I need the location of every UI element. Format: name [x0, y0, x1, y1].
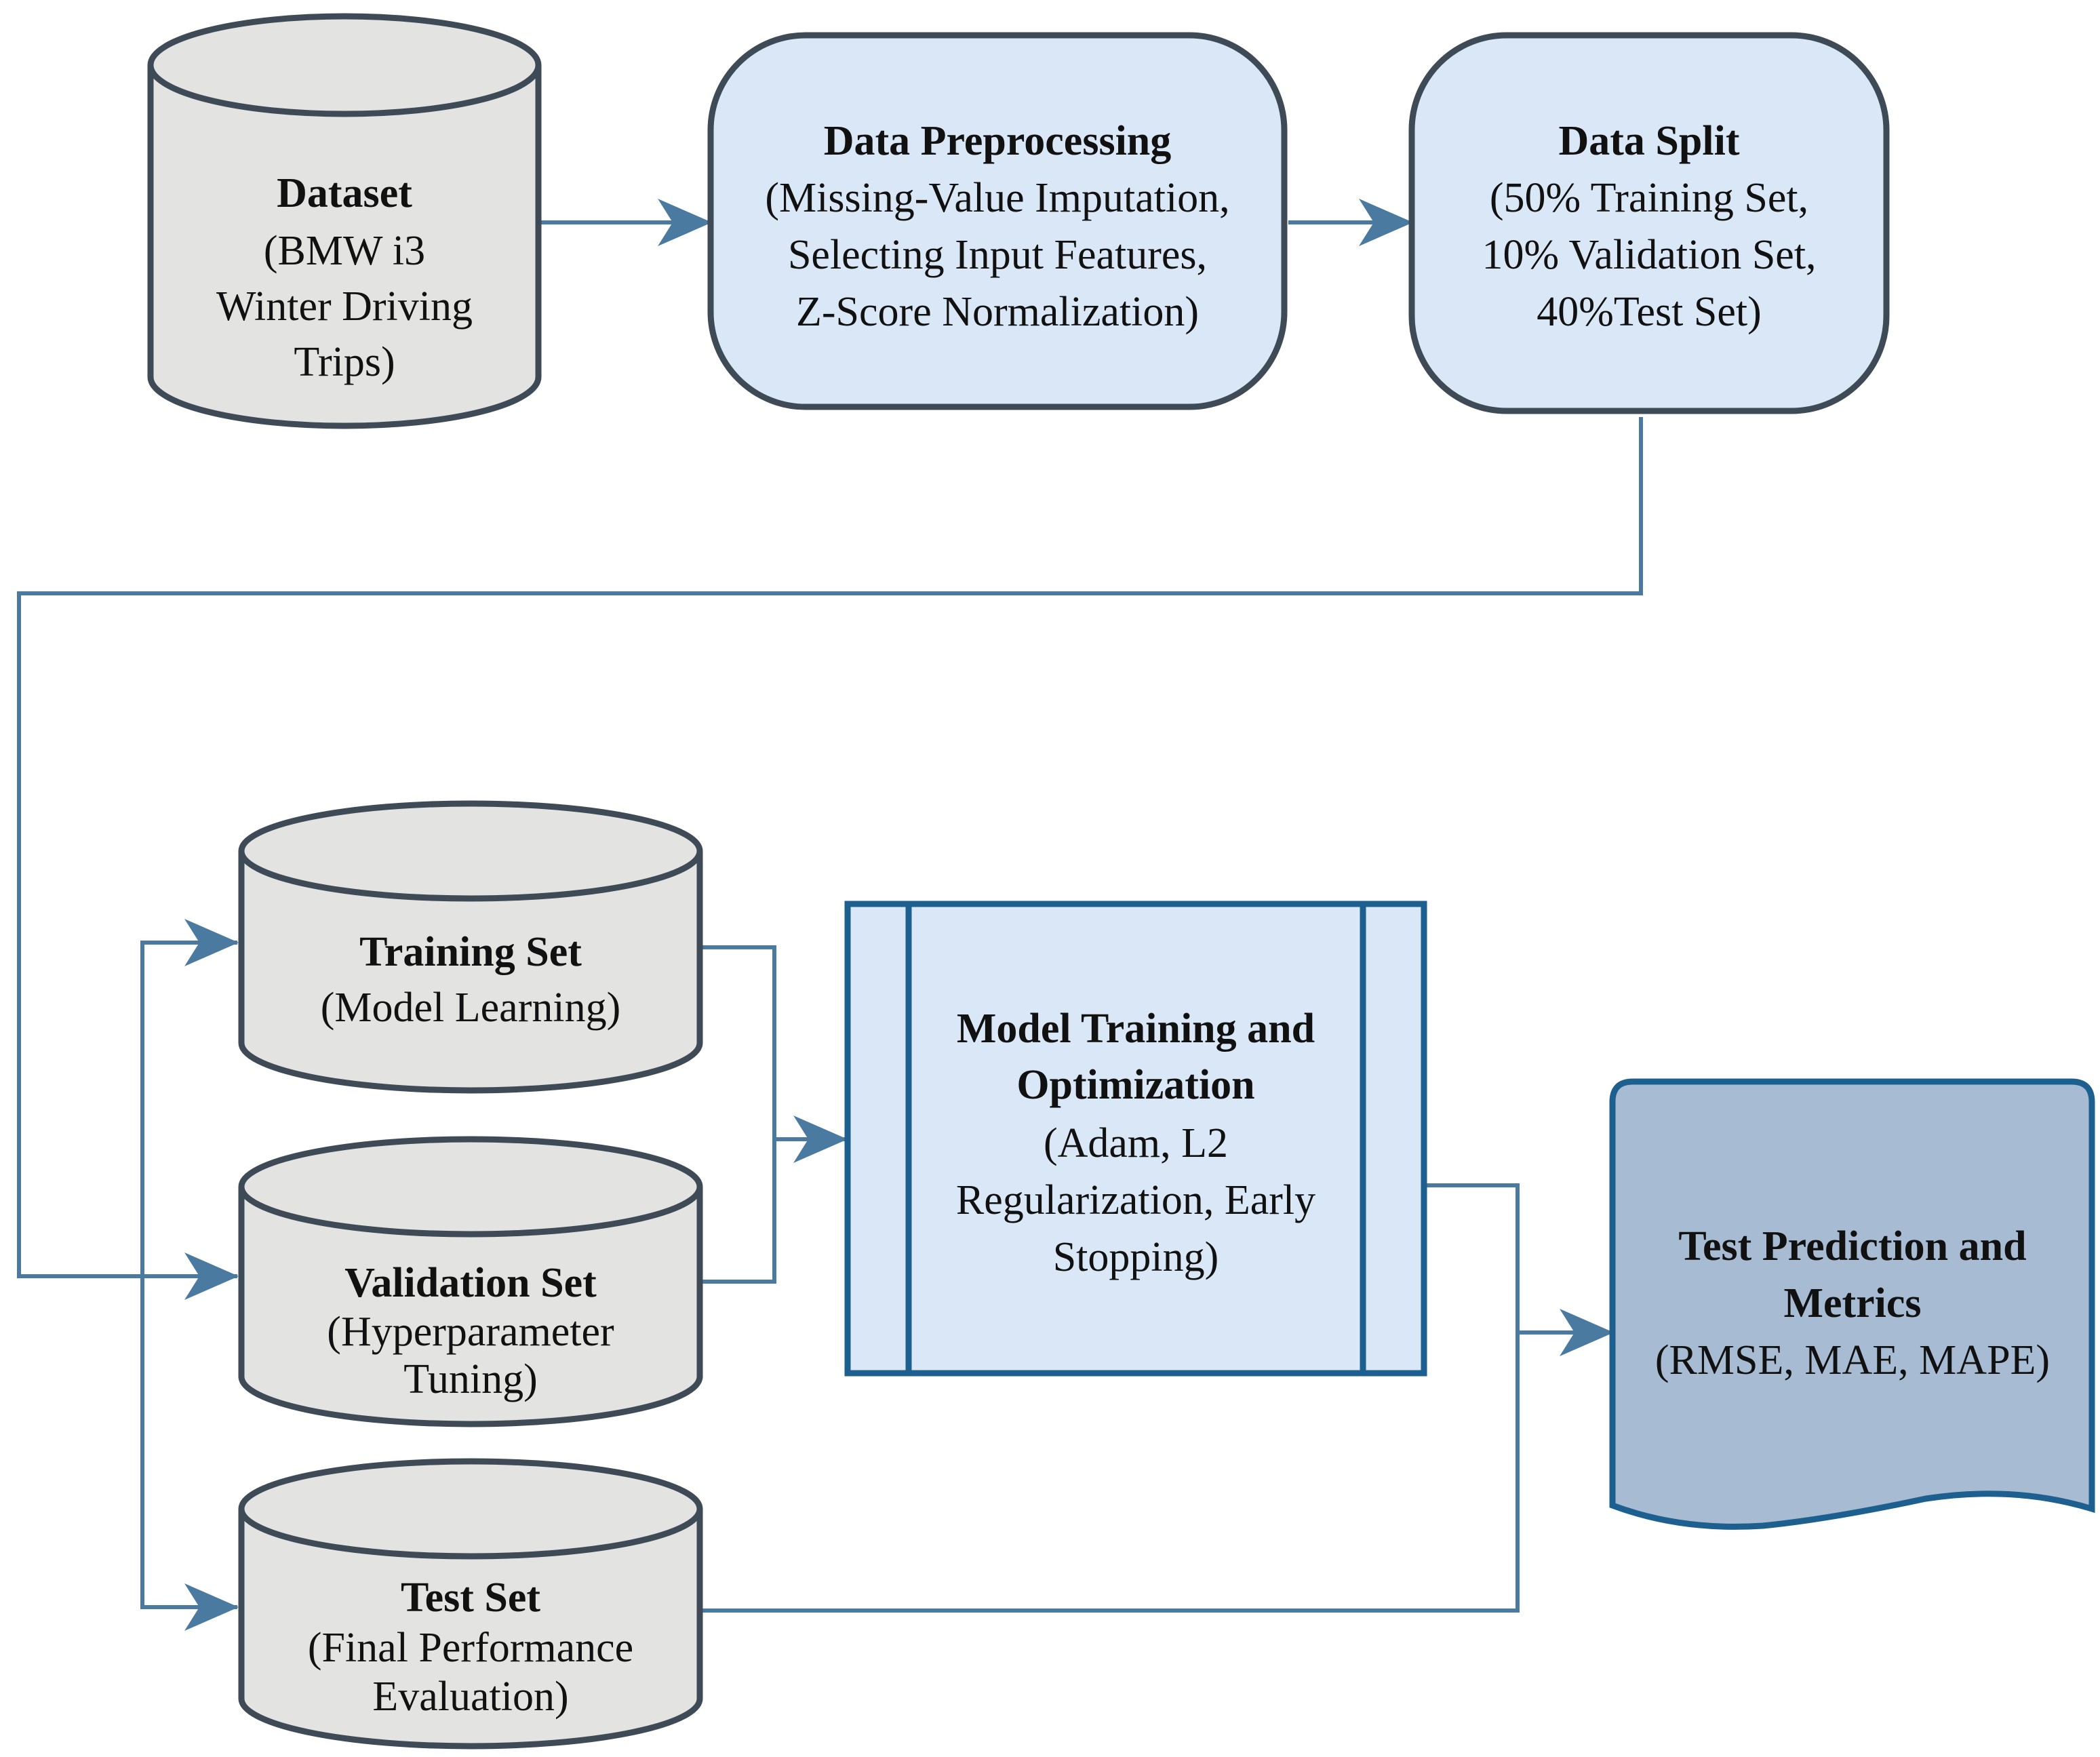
- model-line-3: Stopping): [1053, 1234, 1219, 1280]
- preprocessing-node: Data Preprocessing (Missing-Value Imputa…: [707, 32, 1288, 410]
- metrics-title-line-1: Test Prediction and: [1678, 1223, 2026, 1269]
- training-node: Training Set (Model Learning): [238, 800, 703, 1094]
- preprocessing-line-3: Z-Score Normalization): [796, 289, 1199, 335]
- model-title-line-1: Model Training and: [957, 1006, 1315, 1052]
- metrics-document-shape: [1609, 1078, 2095, 1530]
- validation-line-1: (Hyperparameter: [327, 1309, 614, 1355]
- test-title: Test Set: [401, 1575, 540, 1621]
- preprocessing-title: Data Preprocessing: [824, 118, 1172, 164]
- preprocessing-line-1: (Missing-Value Imputation,: [765, 175, 1229, 221]
- connector-test-to-metrics: [700, 1332, 1520, 1613]
- dataset-title: Dataset: [277, 170, 412, 216]
- validation-cylinder-top: [238, 1136, 703, 1238]
- training-cylinder-top: [238, 800, 703, 902]
- training-title: Training Set: [359, 929, 582, 975]
- model-node: Model Training and Optimization (Adam, L…: [844, 901, 1427, 1377]
- test-cylinder-top: [238, 1458, 703, 1560]
- dataset-cylinder-top: [147, 13, 542, 117]
- training-cylinder-body: [238, 851, 703, 1094]
- connector-branch-training: [140, 919, 239, 1276]
- metrics-node: Test Prediction and Metrics (RMSE, MAE, …: [1609, 1078, 2095, 1530]
- dataset-line-1: (BMW i3: [264, 228, 425, 274]
- connector-training-to-model: [700, 945, 776, 1139]
- preprocessing-line-2: Selecting Input Features,: [788, 232, 1207, 278]
- model-line-1: (Adam, L2: [1044, 1120, 1228, 1166]
- validation-line-2: Tuning): [403, 1356, 538, 1402]
- split-box: [1408, 32, 1890, 414]
- connector-split-to-sets: [17, 417, 1643, 1300]
- connector-model-to-metrics: [1424, 1183, 1520, 1332]
- metrics-title-line-2: Metrics: [1783, 1280, 1921, 1326]
- model-box: [844, 901, 1427, 1377]
- metrics-line-1: (RMSE, MAE, MAPE): [1655, 1337, 2050, 1383]
- model-line-2: Regularization, Early: [956, 1177, 1315, 1223]
- connector-branch-test: [140, 1276, 239, 1631]
- dataset-line-3: Trips): [294, 339, 395, 385]
- validation-cylinder-body: [238, 1187, 703, 1427]
- preprocessing-box: [707, 32, 1288, 410]
- test-node: Test Set (Final Performance Evaluation): [238, 1458, 703, 1750]
- test-line-2: Evaluation): [372, 1674, 568, 1720]
- dataset-node: Dataset (BMW i3 Winter Driving Trips): [147, 13, 542, 429]
- dataset-line-2: Winter Driving: [216, 283, 473, 330]
- connector-validation-to-model: [700, 1139, 776, 1284]
- validation-title: Validation Set: [344, 1260, 597, 1306]
- dataset-cylinder-body: [147, 65, 542, 429]
- split-node: Data Split (50% Training Set, 10% Valida…: [1408, 32, 1890, 414]
- model-title-line-2: Optimization: [1016, 1062, 1254, 1108]
- split-line-1: (50% Training Set,: [1490, 175, 1808, 221]
- test-cylinder-body: [238, 1509, 703, 1750]
- test-line-1: (Final Performance: [308, 1625, 633, 1671]
- split-line-2: 10% Validation Set,: [1482, 232, 1816, 278]
- split-title: Data Split: [1559, 118, 1740, 164]
- split-line-3: 40%Test Set): [1537, 289, 1761, 335]
- validation-node: Validation Set (Hyperparameter Tuning): [238, 1136, 703, 1427]
- connectors: [17, 199, 1643, 1631]
- training-line-1: (Model Learning): [321, 985, 620, 1031]
